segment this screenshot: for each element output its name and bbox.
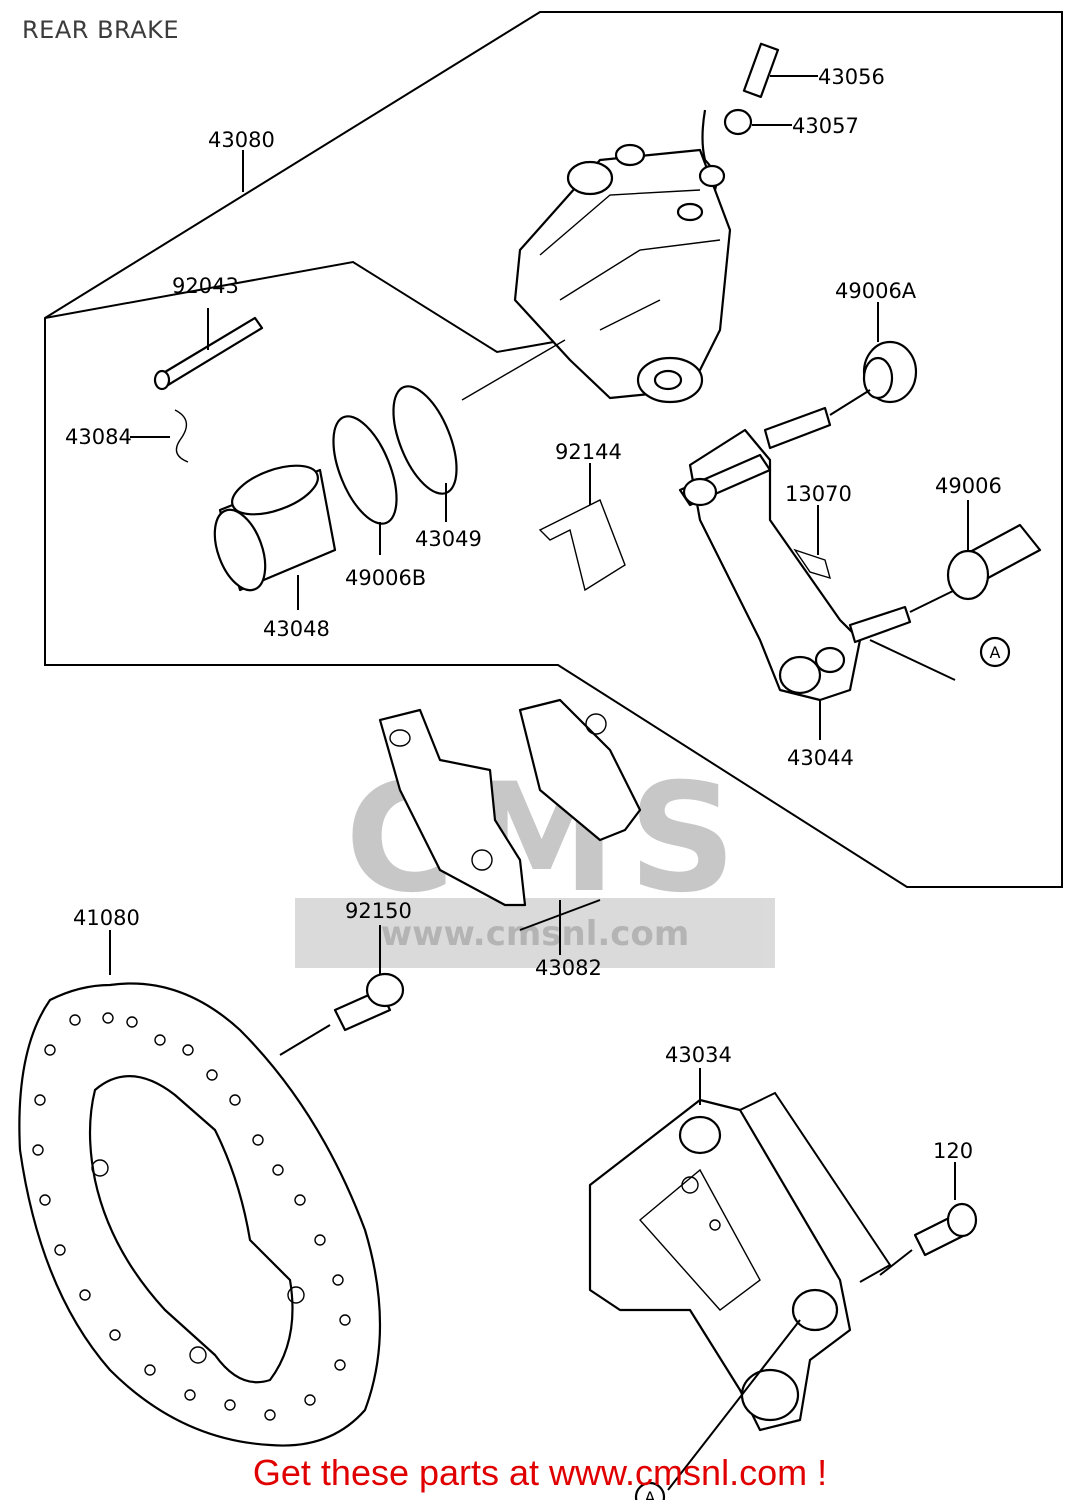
pad-spring <box>538 463 626 592</box>
pin-clip <box>130 409 189 463</box>
boot-49006A <box>862 302 918 404</box>
pin-bracket-line <box>44 260 566 354</box>
label-92144: 92144 <box>555 440 622 464</box>
brake-pad-left <box>378 708 527 907</box>
svg-text:A: A <box>990 643 1001 662</box>
label-43057: 43057 <box>792 114 859 138</box>
caliper-pin <box>153 308 264 391</box>
brake-disc <box>18 930 382 1447</box>
label-43034: 43034 <box>665 1043 732 1067</box>
pin-guide-line <box>461 339 566 401</box>
boot-49006 <box>946 500 1042 601</box>
label-43056: 43056 <box>818 65 885 89</box>
label-120: 120 <box>933 1139 973 1163</box>
bleed-nipple <box>742 42 818 99</box>
label-43044: 43044 <box>787 746 854 770</box>
caliper-body <box>513 143 732 404</box>
disc-bolt <box>279 925 405 1056</box>
reference-marker-a-lower: A <box>634 1481 666 1500</box>
caliper-piston <box>213 464 337 610</box>
bracket-spring <box>793 505 832 580</box>
svg-text:A: A <box>645 1488 656 1500</box>
watermark-band <box>295 898 775 968</box>
label-43048: 43048 <box>263 617 330 641</box>
page-title: REAR BRAKE <box>22 16 180 44</box>
caliper-bracket <box>678 389 956 740</box>
watermark-url: www.cmsnl.com <box>381 914 690 954</box>
label-13070: 13070 <box>785 482 852 506</box>
caliper-mount-bracket <box>588 1068 892 1491</box>
reference-marker-a-upper: A <box>979 636 1011 668</box>
label-49006: 49006 <box>935 474 1002 498</box>
label-43049: 43049 <box>415 527 482 551</box>
label-49006A: 49006A <box>835 279 917 303</box>
watermark-logo: CMS www.cmsnl.com <box>295 752 775 968</box>
label-41080: 41080 <box>73 906 140 930</box>
promo-link[interactable]: Get these parts at www.cmsnl.com ! <box>252 1452 828 1493</box>
label-43084: 43084 <box>65 425 132 449</box>
label-43082: 43082 <box>535 956 602 980</box>
label-43080: 43080 <box>208 128 275 152</box>
bracket-bolt <box>879 1162 978 1276</box>
leader-43082 <box>519 899 601 955</box>
bleed-cap <box>698 108 792 191</box>
caliper-assembly-frame <box>44 11 1063 888</box>
label-92043: 92043 <box>172 274 239 298</box>
dust-seal <box>332 415 398 525</box>
label-92150: 92150 <box>345 899 412 923</box>
brake-pad-right <box>518 698 642 842</box>
label-49006B: 49006B <box>345 566 426 590</box>
